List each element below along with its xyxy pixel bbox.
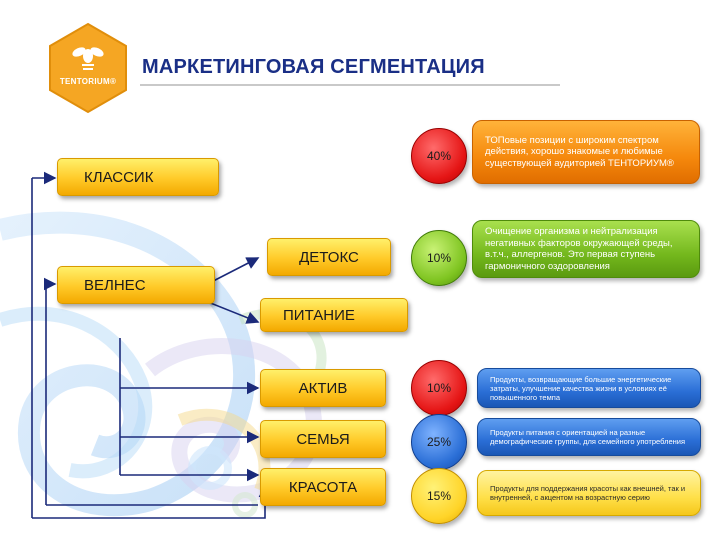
segment-krasota[interactable]: КРАСОТА	[260, 468, 386, 506]
description-aktiv-text: Продукты, возвращающие большие энергетич…	[490, 374, 672, 402]
segment-pitanie[interactable]: ПИТАНИЕ	[260, 298, 408, 332]
segment-klassik[interactable]: КЛАССИК	[57, 158, 219, 196]
segment-aktiv[interactable]: АКТИВ	[260, 369, 386, 407]
description-semya-text: Продукты питания с ориентацией на разные…	[490, 428, 686, 446]
description-klassik: ТОПовые позиции с широким спектром дейст…	[472, 120, 700, 184]
segment-velnes[interactable]: ВЕЛНЕС	[57, 266, 215, 304]
logo-text: TENTORIUM®	[59, 77, 117, 86]
description-detoks: Очищение организма и нейтрализация негат…	[472, 220, 700, 278]
description-detoks-text: Очищение организма и нейтрализация негат…	[485, 226, 673, 272]
description-krasota-text: Продукты для поддержания красоты как вне…	[490, 484, 686, 502]
description-semya: Продукты питания с ориентацией на разные…	[477, 418, 701, 456]
title-underline	[140, 84, 560, 86]
page-title: МАРКЕТИНГОВАЯ СЕГМЕНТАЦИЯ	[142, 56, 485, 78]
tentorium-logo: TENTORIUM®	[46, 22, 130, 114]
description-aktiv: Продукты, возвращающие большие энергетич…	[477, 368, 701, 408]
logo-hexagon-icon	[49, 22, 127, 114]
description-krasota: Продукты для поддержания красоты как вне…	[477, 470, 701, 516]
segment-semya[interactable]: СЕМЬЯ	[260, 420, 386, 458]
segment-detoks[interactable]: ДЕТОКС	[267, 238, 391, 276]
description-klassik-text: ТОПовые позиции с широким спектром дейст…	[485, 134, 674, 169]
percent-circle-semya: 25%	[411, 414, 467, 470]
percent-circle-klassik: 40%	[411, 128, 467, 184]
percent-circle-aktiv: 10%	[411, 360, 467, 416]
percent-circle-detoks: 10%	[411, 230, 467, 286]
percent-circle-krasota: 15%	[411, 468, 467, 524]
